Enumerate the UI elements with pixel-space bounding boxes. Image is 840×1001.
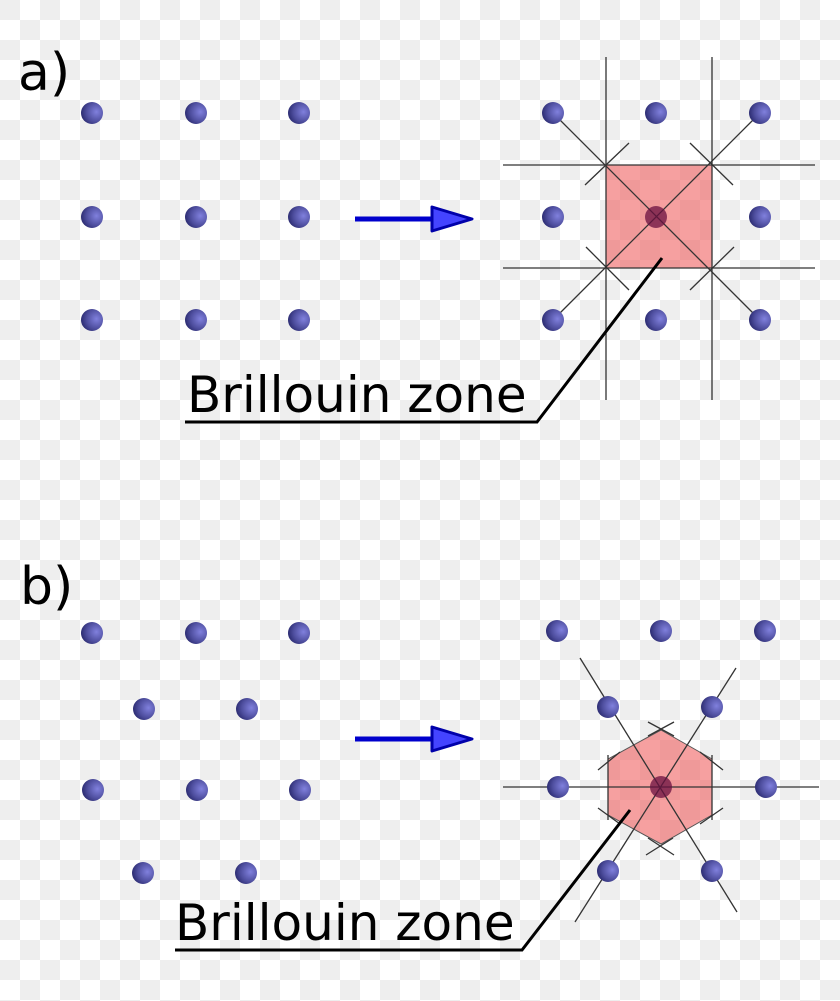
panel-b-label: b) (20, 557, 73, 617)
real-space-hexagonal-lattice (81, 622, 311, 884)
real-space-square-lattice (81, 102, 310, 331)
transform-arrow-icon (355, 725, 474, 753)
reciprocal-square-lattice (503, 57, 815, 400)
panel-a-label: a) (18, 43, 70, 103)
caption-b: Brillouin zone (175, 894, 515, 952)
reciprocal-hexagonal-lattice (503, 620, 819, 923)
transform-arrow-icon (355, 205, 474, 233)
panel-b: b) (20, 557, 819, 952)
zone-center-point (645, 206, 667, 228)
caption-leader-b (175, 809, 632, 952)
panel-a: a) (18, 43, 815, 424)
caption-a: Brillouin zone (187, 366, 527, 424)
caption-leader-a (185, 257, 664, 424)
zone-center-point (650, 776, 672, 798)
